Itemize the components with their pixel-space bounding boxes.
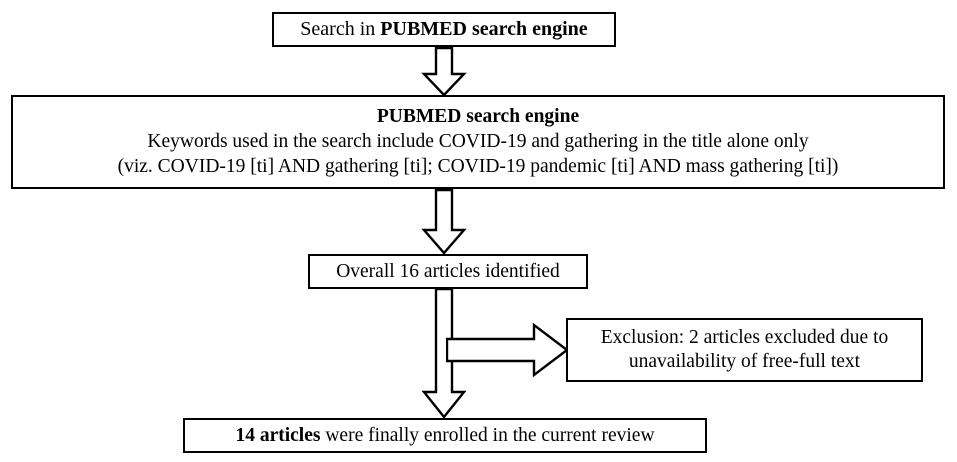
search-box-line-1: Search in PUBMED search engine xyxy=(300,18,588,41)
arrow-overall-to-exclusion-icon xyxy=(446,322,569,378)
final-enrolled-label: 14 articles were finally enrolled in the… xyxy=(235,424,655,446)
final-enrolled-box: 14 articles were finally enrolled in the… xyxy=(183,418,707,453)
engine-box-line-3: (viz. COVID-19 [ti] AND gathering [ti]; … xyxy=(117,155,839,177)
arrow-engine-to-overall-icon xyxy=(421,188,467,255)
exclusion-box: Exclusion: 2 articles excluded due to un… xyxy=(566,318,923,382)
arrow-overall-to-final-icon xyxy=(421,288,467,419)
search-box: Search in PUBMED search engine xyxy=(272,12,616,47)
arrow-search-to-engine-icon xyxy=(421,46,467,97)
articles-identified-label: Overall 16 articles identified xyxy=(336,260,560,282)
articles-identified-box: Overall 16 articles identified xyxy=(308,254,588,289)
exclusion-box-line-2: unavailability of free-full text xyxy=(628,351,861,372)
exclusion-box-line-1: Exclusion: 2 articles excluded due to xyxy=(600,327,889,349)
pubmed-search-engine-box: PUBMED search engine Keywords used in th… xyxy=(11,95,945,189)
engine-box-title: PUBMED search engine xyxy=(376,106,580,128)
engine-box-line-2: Keywords used in the search include COVI… xyxy=(147,131,809,153)
